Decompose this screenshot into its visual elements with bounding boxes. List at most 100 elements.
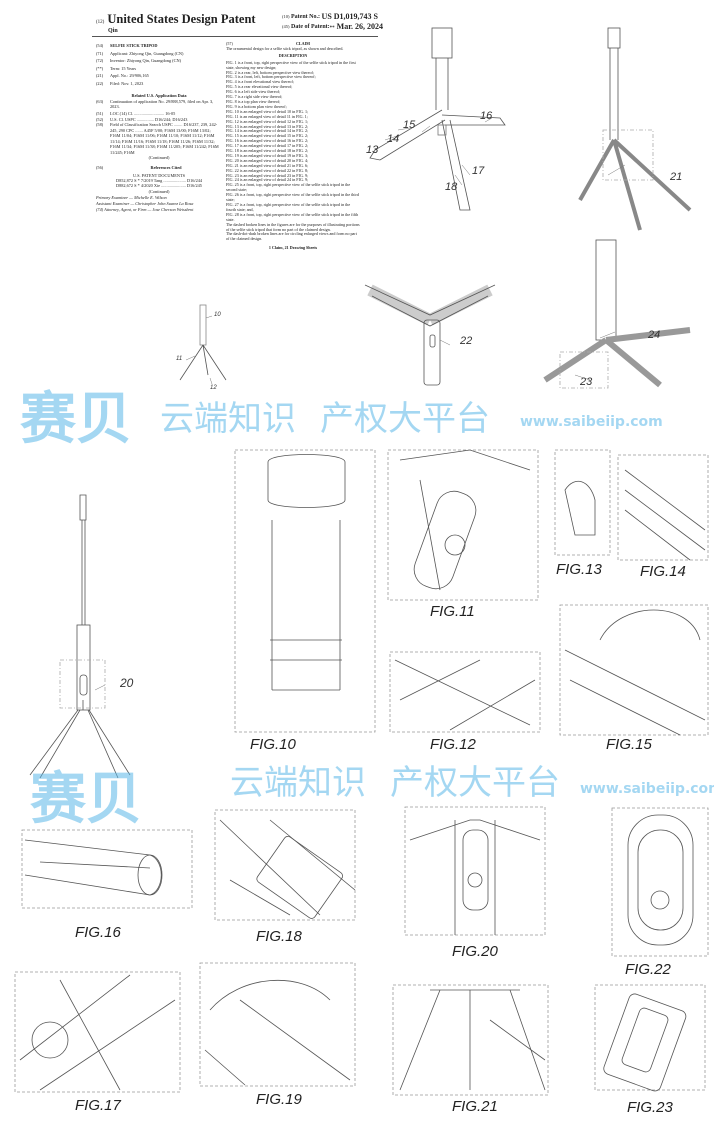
watermark-slogan-1b: 云端知识 xyxy=(230,763,366,803)
biblio-row: (**)Term: 15 Years xyxy=(96,65,222,73)
fig23-drawing xyxy=(603,993,687,1092)
ref-17: 17 xyxy=(472,165,485,177)
kind-code: (12) xyxy=(96,20,105,25)
fig21-drawing xyxy=(399,989,546,1091)
ref-18: 18 xyxy=(445,181,458,193)
biblio-column: (54) SELFIE STICK TRIPOD (71)Applicant: Z… xyxy=(96,42,222,213)
biblio-row: (21)Appl. No.: 29/906,165 xyxy=(96,72,222,80)
biblio-row: (54) SELFIE STICK TRIPOD xyxy=(96,42,222,50)
detail-frames xyxy=(14,449,709,1096)
description-line: FIG. 11 is an enlarged view of detail 11… xyxy=(226,113,308,119)
ref-20: 20 xyxy=(120,676,134,690)
fig22-drawing xyxy=(627,814,694,946)
fig-14-label: FIG.14 xyxy=(640,563,686,580)
description-line: FIG. 22 is an enlarged view of detail 22… xyxy=(226,167,309,173)
fig19-drawing xyxy=(204,979,351,1086)
inventor-field: Inventor: Zhiyong Qin, Guangdong (CN) xyxy=(110,58,182,64)
reference-row: D852,872 S * 7/2019 Tang ...............… xyxy=(116,178,203,184)
description-line: FIG. 6 is a left side view thereof; xyxy=(226,89,281,95)
patent-date: Mar. 26, 2024 xyxy=(336,22,384,31)
tripod-top-view-drawing xyxy=(364,284,496,386)
description-line: FIG. 19 is an enlarged view of detail 19… xyxy=(226,152,309,158)
fig13-drawing xyxy=(564,480,596,536)
fig17-drawing xyxy=(19,974,176,1091)
fig15-drawing xyxy=(564,609,706,736)
title-text: United States Design Patent xyxy=(107,12,256,26)
ref-10: 10 xyxy=(214,312,221,318)
related-heading: Related U.S. Application Data xyxy=(131,92,187,98)
fig-19-label: FIG.19 xyxy=(256,1091,302,1108)
claim-column: (57)CLAIM The ornamental design for a se… xyxy=(226,41,360,253)
references-subheading: U.S. PATENT DOCUMENTS xyxy=(132,172,186,178)
ref-12: 12 xyxy=(210,385,217,391)
code: (45) xyxy=(282,24,290,29)
fig20-drawing xyxy=(409,819,541,935)
term-field: Term: 15 Years xyxy=(110,65,137,71)
description-line: FIG. 24 is an enlarged view of detail 24… xyxy=(226,177,309,183)
biblio-row: (72) Inventor: Zhiyong Qin, Guangdong (CN… xyxy=(96,57,222,65)
description-line: FIG. 23 is an enlarged view of detail 23… xyxy=(226,172,309,178)
date-label: Date of Patent: xyxy=(291,24,330,30)
watermark-slogan-2: 产权大平台 xyxy=(320,399,490,439)
fig14-drawing xyxy=(624,469,706,561)
code: (56) xyxy=(96,165,104,171)
claim-heading: CLAIM xyxy=(295,41,311,46)
description-line: The dash-dot-dash broken lines are for c… xyxy=(226,231,357,242)
description-line: FIG. 10 is an enlarged view of detail 10… xyxy=(226,108,309,114)
description-lines: FIG. 1 is a front, top, right perspectiv… xyxy=(226,59,360,243)
description-heading: DESCRIPTION xyxy=(278,52,308,58)
code: (57) xyxy=(226,41,233,46)
related-row: (63)Continuation of application No. 29/8… xyxy=(96,99,222,109)
inventor-name: Qin xyxy=(108,28,118,34)
watermark-logo: 赛贝 xyxy=(20,387,132,452)
description-line: FIG. 20 is an enlarged view of detail 20… xyxy=(226,157,309,163)
description-line: FIG. 9 is a bottom plan view thereof; xyxy=(226,103,287,109)
fig-11-label: FIG.11 xyxy=(430,603,475,620)
fig-12-label: FIG.12 xyxy=(430,736,476,753)
fig-18-label: FIG.18 xyxy=(256,928,302,945)
loc-class: LOC (14) Cl. ...........................… xyxy=(110,111,176,117)
fig11-drawing xyxy=(399,449,531,591)
tripod-perspective-drawing-2 xyxy=(578,27,692,231)
fig-21-label: FIG.21 xyxy=(452,1098,498,1115)
code: (22) xyxy=(96,80,104,86)
description-line: FIG. 13 is an enlarged view of detail 13… xyxy=(226,123,309,129)
tripod-elevation-drawing xyxy=(29,494,131,779)
title-field: SELFIE STICK TRIPOD xyxy=(110,43,158,48)
description-line: FIG. 14 is an enlarged view of detail 14… xyxy=(226,128,309,134)
fig-15-label: FIG.15 xyxy=(606,736,652,753)
code: (51) xyxy=(96,111,104,117)
ref-23: 23 xyxy=(580,376,593,388)
ref-13: 13 xyxy=(366,144,379,156)
biblio-row: (71)Applicant: Zhiyong Qin, Guangdong (C… xyxy=(96,50,222,58)
patent-number: US D1,019,743 S xyxy=(321,12,378,21)
ref-14: 14 xyxy=(387,133,400,145)
ref-11: 11 xyxy=(176,356,183,362)
description-line: FIG. 1 is a front, top, right perspectiv… xyxy=(226,59,356,70)
attorney: (74) Attorney, Agent, or Firm — Jose Che… xyxy=(96,206,194,212)
description-line: FIG. 17 is an enlarged view of detail 17… xyxy=(226,143,309,149)
description-line: FIG. 26 is a front, top, right perspecti… xyxy=(226,192,359,203)
related-row: (52)U.S. Cl. USPC ................ D16/2… xyxy=(96,117,222,123)
date-marks: ** xyxy=(329,26,335,31)
ref-22: 22 xyxy=(460,335,473,347)
description-line: FIG. 25 is a front, top, right perspecti… xyxy=(226,182,351,193)
fig-13-label: FIG.13 xyxy=(556,561,602,578)
ref-16: 16 xyxy=(480,110,493,122)
code: (54) xyxy=(96,43,104,48)
code: (58) xyxy=(96,122,104,128)
code: (52) xyxy=(96,116,104,122)
biblio-row: (22)Filed: Nov. 1, 2023 xyxy=(96,80,222,88)
watermark-url-2: www.saibeiip.com xyxy=(580,781,714,797)
fig12-drawing xyxy=(394,659,536,731)
code: (72) xyxy=(96,58,104,64)
patent-number-block: (10) Patent No.:US D1,019,743 S (45) Dat… xyxy=(282,12,383,34)
description-line: FIG. 18 is an enlarged view of detail 18… xyxy=(226,148,309,154)
fig-23-label: FIG.23 xyxy=(627,1099,673,1116)
ref-15: 15 xyxy=(403,119,416,131)
fig-22-label: FIG.22 xyxy=(625,961,671,978)
claims-sheets-count: 1 Claim, 21 Drawing Sheets xyxy=(268,245,318,251)
header-rule xyxy=(92,36,378,37)
fig-16-label: FIG.16 xyxy=(75,924,121,941)
